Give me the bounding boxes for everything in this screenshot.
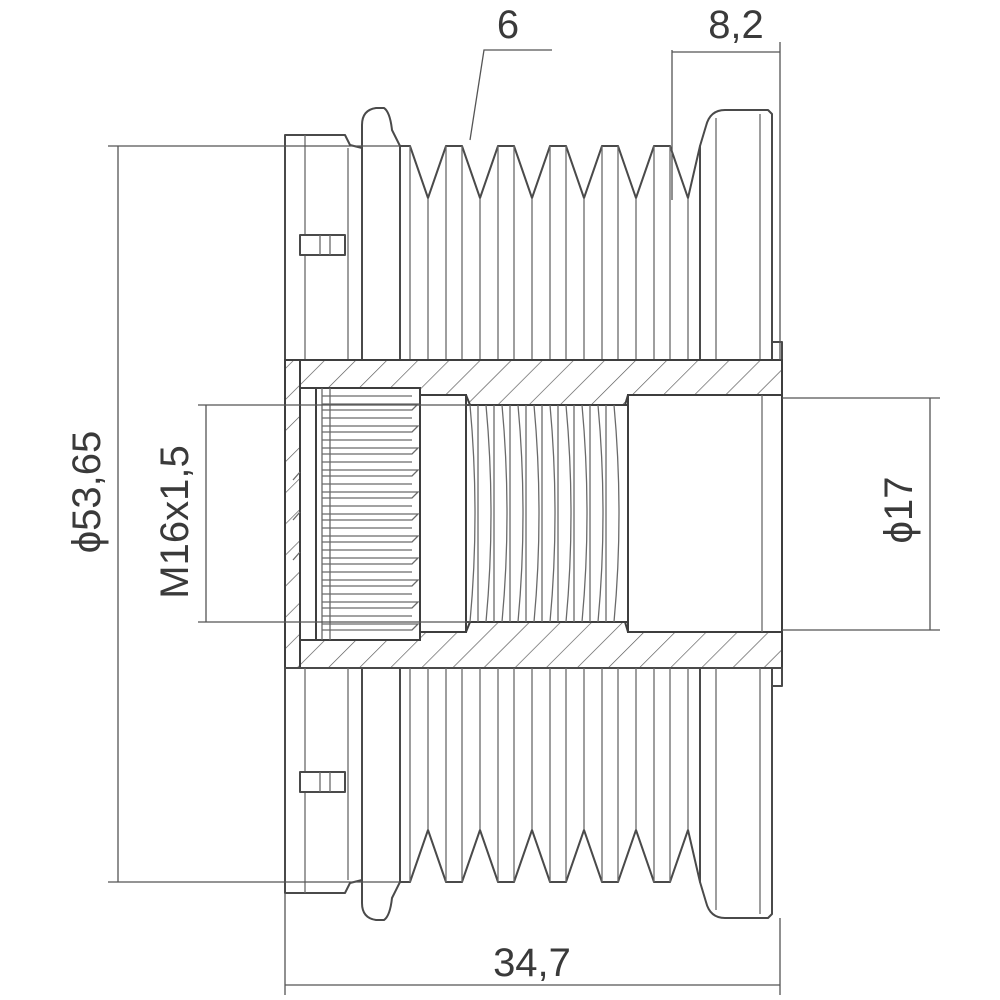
right-flange-top <box>699 109 773 361</box>
dim-thread: M16x1,5 <box>153 404 470 623</box>
thread-lines <box>469 404 620 623</box>
dim-flange-width-label: 8,2 <box>708 3 764 47</box>
dim-groove-pitch-label: 6 <box>497 3 519 47</box>
left-flange-top <box>361 107 401 361</box>
dim-overall-length: 34,7 <box>284 893 781 995</box>
dim-flange-width: 8,2 <box>671 3 781 360</box>
hub-section <box>284 359 783 669</box>
pulley-body-top <box>284 107 783 361</box>
dim-groove-pitch: 6 <box>469 3 552 141</box>
right-flange-bottom <box>699 667 773 919</box>
bore <box>627 394 783 633</box>
dim-outer-diameter-label: ϕ53,65 <box>65 431 109 554</box>
pulley-body-bottom <box>284 667 783 921</box>
dim-thread-label: M16x1,5 <box>153 445 197 598</box>
left-flange-bottom <box>361 667 401 921</box>
dim-outer-diameter: ϕ53,65 <box>65 145 400 883</box>
dim-bore-diameter: ϕ17 <box>782 397 940 631</box>
dim-bore-diameter-label: ϕ17 <box>877 477 921 544</box>
dim-overall-length-label: 34,7 <box>493 941 571 985</box>
thread-section <box>465 404 629 623</box>
spline-teeth <box>321 388 420 640</box>
